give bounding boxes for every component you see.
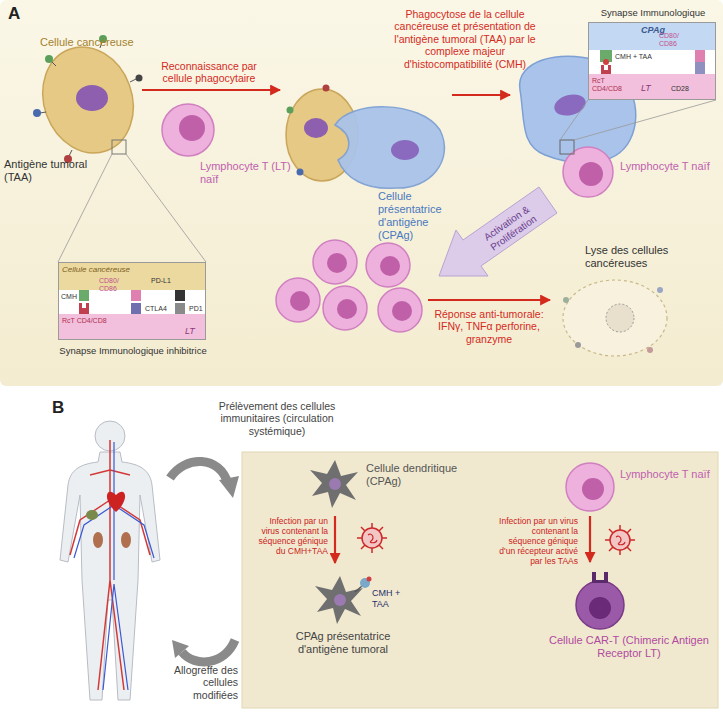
node-label: CMH + TAA (615, 53, 659, 61)
illustration-part (566, 463, 614, 511)
node-label: CD28 (671, 85, 695, 93)
flow-arrow (589, 516, 591, 562)
illustration-part (70, 440, 150, 690)
illustration-part (582, 478, 604, 500)
illustration-part (310, 460, 358, 508)
cell-node: Lymphocyte T naïf (512, 52, 716, 202)
dendritic-cell (310, 460, 358, 508)
synapse-box: Cellule cancéreuseCMH CD80/ CD86 PD-L1CTLA… (58, 262, 206, 340)
node-label: Lymphocyte T naïf (620, 468, 714, 481)
node-label: Lymphocyte T (LT) naïf (200, 160, 295, 186)
illustration-part (592, 572, 608, 583)
node-label: Antigène tumoral (TAA) (4, 158, 104, 184)
illustration-part (86, 510, 98, 520)
annotation: Prélèvement des cellules immunitaires (c… (202, 400, 352, 437)
illustration-part (95, 421, 125, 451)
node-label: A (8, 4, 28, 24)
transfer-arrow-head (219, 476, 239, 498)
cell-node: Cellule présentatrice d'antigène (CPAg) (282, 80, 450, 245)
node-label: LT (641, 83, 659, 94)
virus-icon (605, 525, 635, 555)
illustration-part (329, 478, 341, 490)
transfer-arrow-head (172, 640, 189, 658)
cell-node: Lymphocyte T (LT) naïf (160, 104, 295, 189)
node-label: CPAg présentatrice d'antigène tumoral (288, 630, 398, 656)
illustration-part (334, 594, 346, 606)
illustration-part (60, 452, 160, 700)
illustration-part (589, 597, 611, 619)
illustration-part (93, 532, 103, 548)
illustration-part (367, 577, 372, 582)
naive-t-cell (566, 463, 614, 511)
node-label: Synapse Immunologique inhibitrice (45, 345, 221, 356)
illustration-part (355, 586, 362, 592)
node-label: LT (185, 326, 203, 337)
tumour-antigen-presenting-cell (315, 576, 372, 624)
lab-box (242, 452, 718, 708)
cell-node: Lymphocyte T naïf (560, 460, 716, 514)
cell-node: Cellule cancéreuseAntigène tumoral (TAA) (3, 34, 140, 187)
edge-label: Infection par un virus contenant la séqu… (250, 516, 328, 556)
illustration-part (315, 576, 363, 624)
node-label: Synapse Immunologique (589, 7, 717, 18)
cell-node: Cellule CAR-T (Chimeric Antigen Receptor… (540, 564, 716, 676)
node-label: CD80/ CD86 (659, 32, 693, 49)
panel: ACellule cancéreuseAntigène tumoral (TAA… (0, 0, 723, 386)
node-label: CD80/ CD86 (99, 277, 131, 294)
annotation: Allogreffe des cellules modifiées (158, 664, 238, 701)
node-label: Cellule CAR-T (Chimeric Antigen Receptor… (545, 634, 713, 660)
node-label: PD1 (189, 305, 206, 313)
node-label: Cellule cancéreuse (62, 265, 152, 274)
transfer-arrow (182, 640, 235, 662)
node-label: Cellule dendritique (CPAg) (366, 462, 466, 488)
node-label: PD-L1 (151, 277, 176, 285)
annotation: B (52, 398, 72, 418)
cell-node: Cellule dendritique (CPAg) (290, 458, 470, 514)
cell-node: CMH + TAA CPAg présentatrice d'antigène t… (285, 565, 460, 670)
illustration-part (121, 532, 131, 548)
node-label: CMH + TAA (372, 588, 416, 609)
illustration-part (107, 492, 125, 512)
flow-arrow (334, 516, 336, 563)
human-body (60, 421, 160, 700)
node-label: Lymphocyte T naïf (620, 160, 715, 173)
car-t-cell (576, 572, 624, 629)
transfer-arrow (170, 461, 228, 484)
edge-label: Infection par un virus contenant la séqu… (496, 516, 578, 566)
illustration-part (360, 578, 370, 588)
node-label: Cellule présentatrice d'antigène (CPAg) (378, 190, 450, 242)
illustration-part (74, 442, 154, 690)
node-label: Cellule cancéreuse (40, 36, 140, 49)
node-label: RcT CD4/CD8 (62, 317, 108, 325)
node-label: CMH (61, 293, 80, 301)
node-label: RcT CD4/CD8 (592, 77, 636, 94)
synapse-box: Synapse ImmunologiqueCPAgCMH + TAACD80/ … (588, 22, 716, 100)
illustration-part (576, 581, 624, 629)
virus-icon (357, 523, 387, 553)
node-label: CTLA4 (145, 305, 175, 313)
